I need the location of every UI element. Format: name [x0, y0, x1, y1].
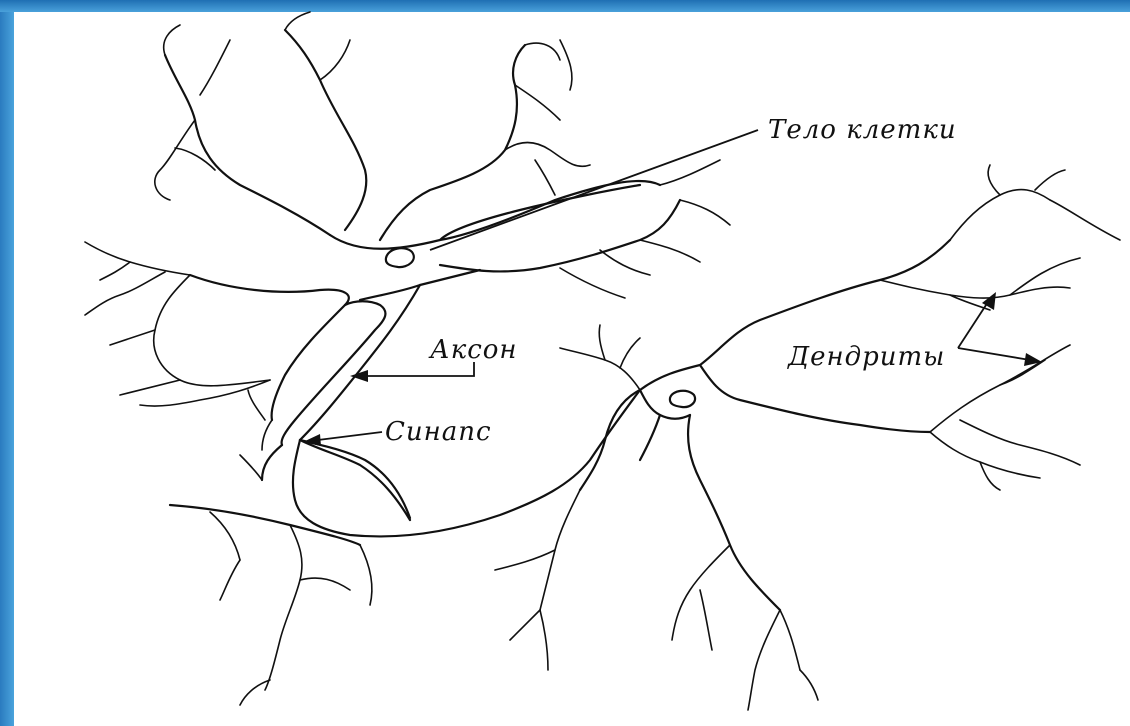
neuron-drawing [85, 12, 1120, 710]
left-nucleus [386, 248, 414, 267]
dendrites-pointer-upper [958, 302, 988, 348]
label-dendrites-text: Дендриты [787, 342, 945, 372]
label-axon: Аксон [350, 335, 518, 382]
label-synapse-text: Синапс [385, 417, 492, 447]
label-axon-text: Аксон [428, 335, 518, 365]
synapse-arrowhead [303, 434, 321, 446]
cell-body-pointer [430, 130, 758, 250]
dendrites-pointer-lower [958, 348, 1030, 360]
left-neuron-lower-outline [190, 275, 349, 420]
label-cell-body-text: Тело клетки [768, 115, 957, 145]
synapse-pointer [318, 432, 382, 440]
right-nucleus [670, 391, 695, 407]
label-cell-body: Тело клетки [430, 115, 957, 250]
label-synapse: Синапс [303, 417, 492, 447]
label-dendrites: Дендриты [787, 292, 1042, 372]
